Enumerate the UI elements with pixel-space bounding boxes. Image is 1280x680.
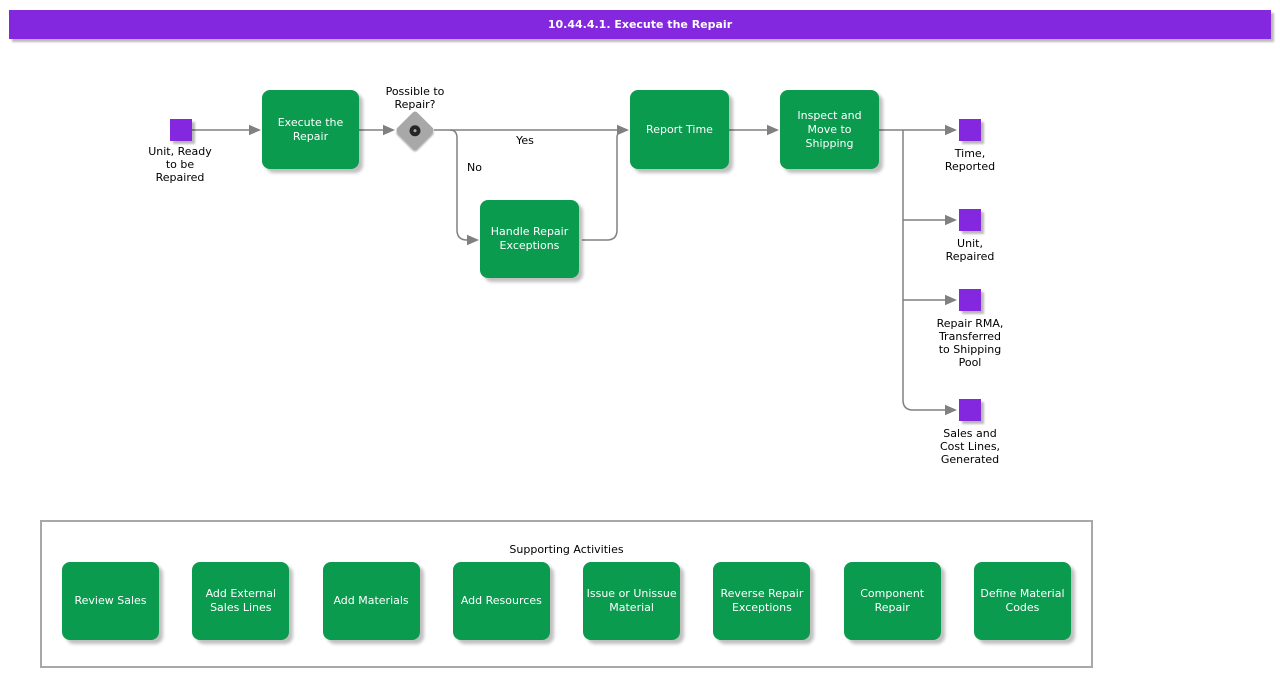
event-unit-repaired[interactable] — [959, 209, 981, 231]
task-define-material-codes[interactable]: Define Material Codes — [973, 562, 1071, 640]
flow-connectors — [192, 124, 957, 416]
gateway-circle-icon — [407, 122, 423, 138]
arrowhead — [945, 214, 957, 226]
gateway-question-label: Possible to Repair? — [385, 85, 445, 111]
arrowhead — [467, 234, 479, 246]
event-time-reported[interactable] — [959, 119, 981, 141]
edge-label-yes: Yes — [516, 134, 534, 147]
supporting-activities-title: Supporting Activities — [509, 543, 624, 556]
arrowhead — [383, 124, 395, 136]
arrowhead — [945, 294, 957, 306]
event-label: Time, Reported — [944, 147, 996, 173]
arrowhead — [249, 124, 261, 136]
event-label: Repair RMA, Transferred to Shipping Pool — [936, 317, 1004, 369]
edge-branch-vertical — [902, 130, 945, 411]
page-title: 10.44.4.1. Execute the Repair — [547, 18, 733, 31]
event-repair-rma-transferred[interactable] — [959, 289, 981, 311]
task-add-materials[interactable]: Add Materials — [322, 562, 420, 640]
supporting-activities-panel: Supporting Activities Review Sales Add E… — [40, 520, 1093, 668]
task-component-repair[interactable]: Component Repair — [843, 562, 941, 640]
task-inspect-and-move-to-shipping[interactable]: Inspect and Move to Shipping — [780, 90, 879, 169]
task-add-resources[interactable]: Add Resources — [452, 562, 550, 640]
arrowhead — [617, 124, 629, 136]
event-label: Unit, Ready to be Repaired — [148, 145, 212, 184]
diagram-title-bar: 10.44.4.1. Execute the Repair — [9, 10, 1271, 39]
task-issue-or-unissue-material[interactable]: Issue or Unissue Material — [583, 562, 681, 640]
event-unit-ready-to-be-repaired[interactable] — [170, 119, 192, 141]
event-sales-cost-lines-generated[interactable] — [959, 399, 981, 421]
arrowhead — [767, 124, 779, 136]
supporting-activities-row: Review Sales Add External Sales Lines Ad… — [42, 562, 1091, 640]
edge-no-branch — [449, 129, 468, 241]
task-review-sales[interactable]: Review Sales — [62, 562, 159, 640]
task-reverse-repair-exceptions[interactable]: Reverse Repair Exceptions — [713, 562, 811, 640]
arrowhead — [945, 124, 957, 136]
event-label: Unit, Repaired — [945, 237, 995, 263]
edge-label-no: No — [467, 161, 482, 174]
edge-handle-to-merge — [582, 129, 626, 241]
task-handle-repair-exceptions[interactable]: Handle Repair Exceptions — [480, 200, 579, 278]
event-label: Sales and Cost Lines, Generated — [939, 427, 1001, 466]
task-execute-the-repair[interactable]: Execute the Repair — [262, 90, 359, 169]
task-add-external-sales-lines[interactable]: Add External Sales Lines — [192, 562, 290, 640]
arrowhead — [945, 404, 957, 416]
task-report-time[interactable]: Report Time — [630, 90, 729, 169]
